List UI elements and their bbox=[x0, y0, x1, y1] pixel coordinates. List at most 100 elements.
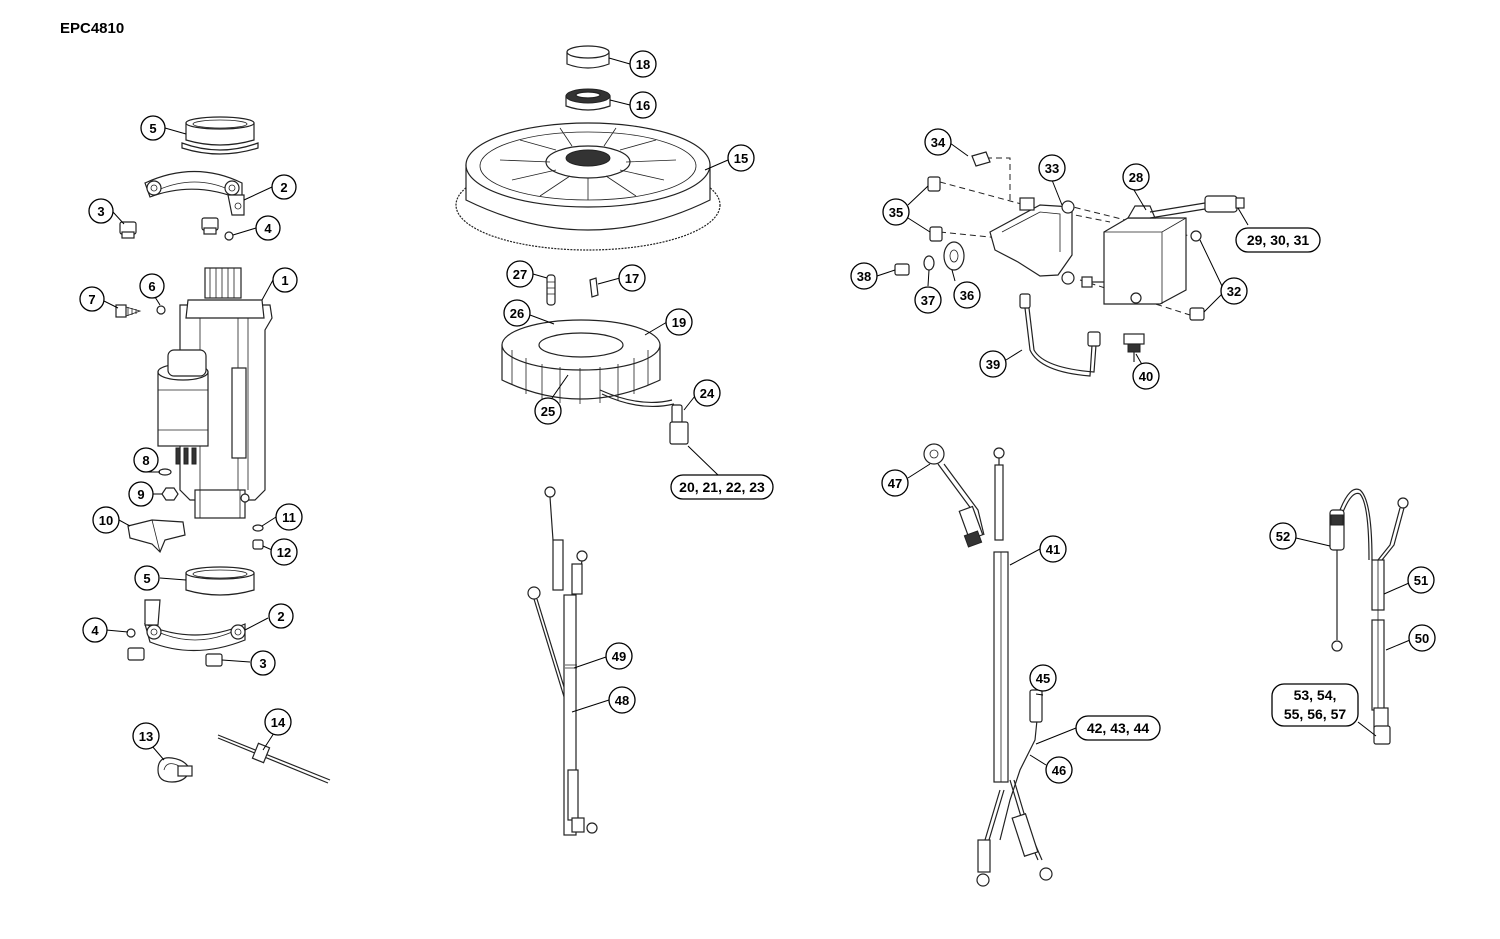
callout-49: 49 bbox=[605, 642, 633, 670]
callout-36: 36 bbox=[953, 281, 981, 309]
callout-label: 40 bbox=[1139, 369, 1153, 384]
callout-label: 11 bbox=[282, 510, 296, 525]
callout-label: 39 bbox=[986, 357, 1000, 372]
cap-part-18 bbox=[566, 45, 610, 69]
callout-11: 11 bbox=[275, 503, 303, 531]
callout-label: 48 bbox=[615, 693, 629, 708]
callout-24: 24 bbox=[693, 379, 721, 407]
callout-20-21-22-23: 20, 21, 22, 23 bbox=[670, 474, 774, 500]
callout-label: 7 bbox=[88, 292, 95, 307]
callout-label: 27 bbox=[513, 267, 527, 282]
callout-label: 47 bbox=[888, 476, 902, 491]
callout-label: 29, 30, 31 bbox=[1247, 232, 1309, 248]
callout-label: 37 bbox=[921, 293, 935, 308]
callout-label: 26 bbox=[510, 306, 524, 321]
flywheel-stator-drawing bbox=[455, 45, 721, 836]
callout-3-top: 3 bbox=[88, 198, 114, 224]
washers-parts-36-38 bbox=[894, 241, 965, 276]
callout-52: 52 bbox=[1269, 522, 1297, 550]
washer-nut-parts-8-9 bbox=[158, 468, 179, 501]
document-code: EPC4810 bbox=[60, 20, 125, 37]
callout-label: 53, 54, bbox=[1294, 687, 1337, 703]
callout-label: 41 bbox=[1046, 542, 1060, 557]
callout-18: 18 bbox=[629, 50, 657, 78]
callout-label: 10 bbox=[99, 513, 113, 528]
callout-label: 8 bbox=[142, 453, 149, 468]
callout-label: 34 bbox=[931, 135, 946, 150]
callout-label: 28 bbox=[1129, 170, 1143, 185]
flywheel-part-15 bbox=[455, 122, 721, 251]
callout-14: 14 bbox=[264, 708, 292, 736]
callout-27: 27 bbox=[506, 260, 534, 288]
callout-label: 2 bbox=[280, 180, 287, 195]
callout-39: 39 bbox=[979, 350, 1007, 378]
callout-label: 25 bbox=[541, 404, 555, 419]
leader-lines bbox=[103, 57, 1411, 766]
ring-part-5-top bbox=[181, 116, 259, 155]
callout-2-top: 2 bbox=[271, 174, 297, 200]
cable-tie-part-14 bbox=[217, 734, 331, 784]
callout-label: 51 bbox=[1414, 573, 1428, 588]
callout-3-bottom: 3 bbox=[250, 650, 276, 676]
callout-label: 3 bbox=[259, 656, 266, 671]
callout-19: 19 bbox=[665, 308, 693, 336]
callout-29-30-31: 29, 30, 31 bbox=[1235, 227, 1321, 253]
callout-label: 20, 21, 22, 23 bbox=[679, 479, 765, 495]
callout-34: 34 bbox=[924, 128, 952, 156]
rectifier-part-28 bbox=[1081, 195, 1245, 321]
callout-label: 18 bbox=[636, 57, 650, 72]
ring-part-5-bottom bbox=[185, 566, 255, 596]
callout-13: 13 bbox=[132, 722, 160, 750]
callout-label: 35 bbox=[889, 205, 903, 220]
callout-50: 50 bbox=[1408, 624, 1436, 652]
callout-label: 16 bbox=[636, 98, 650, 113]
callout-label: 13 bbox=[139, 729, 153, 744]
callout-label: 5 bbox=[149, 121, 156, 136]
callout-35: 35 bbox=[882, 198, 910, 226]
callout-label: 4 bbox=[91, 623, 99, 638]
callout-label: 38 bbox=[857, 269, 871, 284]
callout-7: 7 bbox=[79, 286, 105, 312]
callout-40: 40 bbox=[1132, 362, 1160, 390]
callout-33: 33 bbox=[1038, 154, 1066, 182]
callout-32: 32 bbox=[1220, 277, 1248, 305]
screw-part-7 bbox=[115, 304, 166, 318]
callout-label: 15 bbox=[734, 151, 748, 166]
callout-label: 4 bbox=[264, 221, 272, 236]
callout-2-bottom: 2 bbox=[268, 603, 294, 629]
bracket-part-10 bbox=[127, 519, 186, 554]
callout-label: 19 bbox=[672, 315, 686, 330]
callout-label: 46 bbox=[1052, 763, 1066, 778]
callout-53-57: 53, 54, 55, 56, 57 bbox=[1271, 683, 1359, 727]
harness-parts-48-49 bbox=[527, 486, 598, 836]
callout-41: 41 bbox=[1039, 535, 1067, 563]
callout-label: 24 bbox=[700, 386, 715, 401]
callout-12: 12 bbox=[270, 538, 298, 566]
callout-45: 45 bbox=[1029, 664, 1057, 692]
starter-assembly-drawing bbox=[115, 116, 331, 784]
connector-part-34 bbox=[971, 151, 991, 167]
callout-4-bottom: 4 bbox=[82, 617, 108, 643]
callout-label: 42, 43, 44 bbox=[1087, 720, 1149, 736]
callout-label: 33 bbox=[1045, 161, 1059, 176]
callout-16: 16 bbox=[629, 91, 657, 119]
lead-part-39 bbox=[1019, 293, 1101, 377]
rectifier-assembly-drawing bbox=[894, 151, 1245, 377]
callout-label: 5 bbox=[143, 571, 150, 586]
callout-5-bottom: 5 bbox=[134, 565, 160, 591]
callout-26: 26 bbox=[503, 299, 531, 327]
bracket-part-33 bbox=[989, 197, 1075, 285]
sensor-part-40 bbox=[1123, 333, 1145, 362]
callout-46: 46 bbox=[1045, 756, 1073, 784]
callout-label: 3 bbox=[97, 204, 104, 219]
clamp-part-2-top bbox=[144, 170, 245, 216]
callout-label: 36 bbox=[960, 288, 974, 303]
callout-label: 12 bbox=[277, 545, 291, 560]
callout-label: 49 bbox=[612, 649, 626, 664]
callout-5-top: 5 bbox=[140, 115, 166, 141]
callout-6: 6 bbox=[139, 273, 165, 299]
callout-8: 8 bbox=[133, 447, 159, 473]
bolts-part-35 bbox=[927, 176, 943, 242]
callout-37: 37 bbox=[914, 286, 942, 314]
